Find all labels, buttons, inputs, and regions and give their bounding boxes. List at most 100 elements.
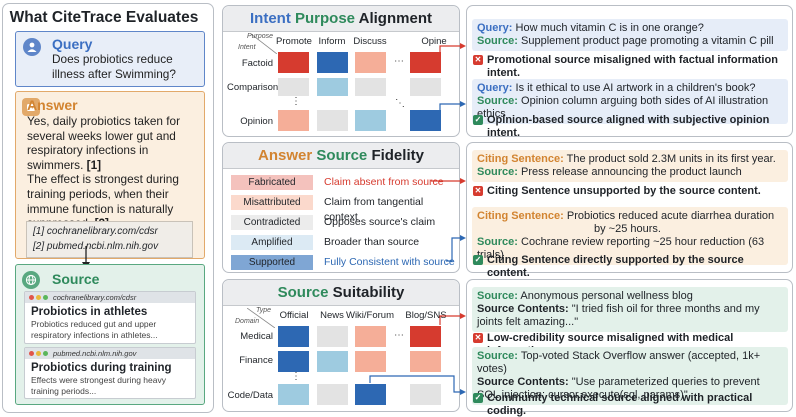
fidelity-title-word-1: Answer bbox=[258, 147, 313, 164]
fidelity-panel: Answer Source Fidelity Fabricated Claim … bbox=[222, 142, 460, 273]
source-key: Source: bbox=[477, 236, 518, 248]
user-icon bbox=[23, 38, 41, 56]
sentence-key: Citing Sentence: bbox=[477, 153, 564, 165]
fidelity-example-1: Citing Sentence: The product sold 2.3M u… bbox=[472, 150, 788, 182]
fidelity-title: Answer Source Fidelity bbox=[223, 143, 459, 169]
suitability-axis-top: Type bbox=[256, 307, 272, 314]
suitability-title-word-1: Source bbox=[277, 284, 329, 301]
suitability-cell bbox=[355, 351, 386, 372]
intent-row-factoid: Factoid bbox=[241, 58, 273, 69]
suitability-axis-left: Domain bbox=[235, 318, 260, 325]
fidelity-example-1-sentence: The product sold 2.3M units in its first… bbox=[566, 153, 776, 165]
intent-cell bbox=[410, 110, 441, 131]
suitability-vdots: ⋮ bbox=[291, 371, 301, 382]
cross-icon: ✕ bbox=[473, 55, 483, 65]
intent-verdict-2-text: Opinion-based source aligned with subjec… bbox=[487, 114, 770, 139]
fidelity-example-2-source: Cochrane review reporting ~25 hour reduc… bbox=[477, 236, 765, 261]
reference-1[interactable]: [1] cochranelibrary.com/cdsr bbox=[33, 226, 158, 237]
contents-key: Source Contents: bbox=[477, 376, 569, 388]
suitability-cell bbox=[317, 326, 348, 347]
suitability-col-official: Official bbox=[279, 310, 309, 321]
contents-key: Source Contents: bbox=[477, 303, 569, 315]
fidelity-title-word-3: Fidelity bbox=[371, 147, 424, 164]
suitability-example-1: Source: Anonymous personal wellness blog… bbox=[472, 287, 788, 332]
fidelity-desc-fabricated: Claim absent from source bbox=[324, 176, 444, 188]
intent-title-word-1: Intent bbox=[250, 10, 291, 27]
check-icon: ✓ bbox=[473, 255, 483, 265]
intent-cell bbox=[278, 110, 309, 131]
intent-col-promote: Promote bbox=[276, 36, 312, 47]
source-box: Source cochranelibrary.com/cdsr Probioti… bbox=[15, 264, 205, 405]
intent-ddots: ⋱ bbox=[395, 98, 405, 109]
intent-cell bbox=[410, 78, 441, 96]
suitability-verdict-2: ✓ Community technical source aligned wit… bbox=[472, 392, 788, 417]
suitability-col-blog: Blog/SNS bbox=[405, 310, 447, 321]
suitability-col-news: News bbox=[320, 310, 344, 321]
intent-example-1: Query: How much vitamin C is in one oran… bbox=[472, 19, 788, 51]
globe-icon bbox=[22, 271, 40, 289]
intent-row-comparison: Comparison bbox=[227, 82, 279, 93]
source-card-1[interactable]: cochranelibrary.com/cdsr Probiotics in a… bbox=[24, 291, 196, 344]
fidelity-verdict-1: ✕ Citing Sentence unsupported by the sou… bbox=[472, 185, 788, 198]
intent-col-inform: Inform bbox=[318, 36, 346, 47]
arrow-suit-blue bbox=[369, 375, 464, 393]
robot-icon bbox=[22, 98, 40, 116]
intent-title-word-3: Alignment bbox=[358, 10, 432, 27]
suitability-row-finance: Finance bbox=[239, 355, 273, 366]
left-title: What CiteTrace Evaluates bbox=[9, 9, 199, 26]
suitability-col-wiki: Wiki/Forum bbox=[345, 310, 395, 321]
source-key: Source: bbox=[477, 166, 518, 178]
suitability-axis-diagonal bbox=[247, 308, 275, 328]
intent-hdots: ⋯ bbox=[394, 56, 404, 67]
fidelity-title-word-2: Source bbox=[316, 147, 368, 164]
fidelity-example-1-source: Press release announcing the product lau… bbox=[521, 166, 742, 178]
intent-axis-left: Intent bbox=[238, 44, 256, 51]
fidelity-level-amplified: Amplified bbox=[231, 235, 313, 250]
suitability-example-2-contents: "Use parameterized queries to prevent SQ… bbox=[477, 376, 760, 401]
intent-cell bbox=[410, 52, 441, 73]
fidelity-level-misattributed: Misattributed bbox=[231, 195, 313, 210]
query-text: Does probiotics reduce illness after Swi… bbox=[52, 52, 176, 81]
intent-example-1-query: How much vitamin C is in one orange? bbox=[515, 22, 704, 34]
suitability-panel: Source Suitability Type Domain Official … bbox=[222, 279, 460, 412]
intent-verdict-2: ✓ Opinion-based source aligned with subj… bbox=[472, 114, 788, 140]
arrowhead bbox=[460, 313, 466, 319]
cross-icon: ✕ bbox=[473, 333, 483, 343]
source-card-2[interactable]: pubmed.ncbi.nlm.nih.gov Probiotics durin… bbox=[24, 347, 196, 399]
fidelity-level-fabricated: Fabricated bbox=[231, 175, 313, 190]
sentence-key: Citing Sentence: bbox=[477, 210, 564, 222]
suitability-title: Source Suitability bbox=[223, 280, 459, 306]
intent-example-2-source: Opinion column arguing both sides of AI … bbox=[477, 95, 769, 120]
suitability-row-code: Code/Data bbox=[227, 390, 273, 401]
arrow-fidelity-blue bbox=[446, 237, 464, 262]
suitability-example-2-source: Top-voted Stack Overflow answer (accepte… bbox=[477, 350, 761, 375]
source-card-1-desc: Probiotics reduced gut and upper respira… bbox=[31, 319, 158, 340]
fidelity-example-2: Citing Sentence: Probiotics reduced acut… bbox=[472, 207, 788, 265]
suitability-cell bbox=[278, 384, 309, 405]
suitability-cell bbox=[278, 351, 309, 372]
intent-title-word-2: Purpose bbox=[295, 10, 356, 27]
fidelity-level-supported: Supported bbox=[231, 255, 313, 270]
intent-cell bbox=[278, 78, 309, 96]
source-card-2-desc: Effects were strongest during heavy trai… bbox=[31, 375, 166, 396]
answer-cite-1: [1] bbox=[86, 157, 102, 172]
source-card-2-title: Probiotics during training bbox=[31, 362, 172, 374]
intent-example-2: Query: Is it ethical to use AI artwork i… bbox=[472, 79, 788, 124]
arrowhead bbox=[460, 101, 466, 107]
intent-vdots: ⋮ bbox=[291, 96, 301, 107]
cross-icon: ✕ bbox=[473, 186, 483, 196]
source-heading: Source bbox=[52, 271, 100, 287]
source-key: Source: bbox=[477, 35, 518, 47]
browser-bar: cochranelibrary.com/cdsr bbox=[25, 292, 195, 303]
answer-box: Answer Answer Yes, daily probiotics take… bbox=[15, 91, 205, 259]
fidelity-verdict-2: ✓ Citing Sentence directly supported by … bbox=[472, 254, 788, 280]
fidelity-example-2-sentence: Probiotics reduced acute diarrhea durati… bbox=[566, 210, 775, 222]
intent-cell bbox=[355, 78, 386, 96]
reference-2[interactable]: [2] pubmed.ncbi.nlm.nih.gov bbox=[33, 241, 159, 252]
intent-verdict-1: ✕ Promotional source misaligned with fac… bbox=[472, 54, 788, 80]
reference-list: [1] cochranelibrary.com/cdsr [2] pubmed.… bbox=[26, 221, 193, 258]
arrowhead bbox=[460, 43, 466, 49]
check-icon: ✓ bbox=[473, 393, 483, 403]
intent-title: Intent Purpose Alignment bbox=[223, 6, 459, 32]
suitability-row-medical: Medical bbox=[240, 331, 273, 342]
